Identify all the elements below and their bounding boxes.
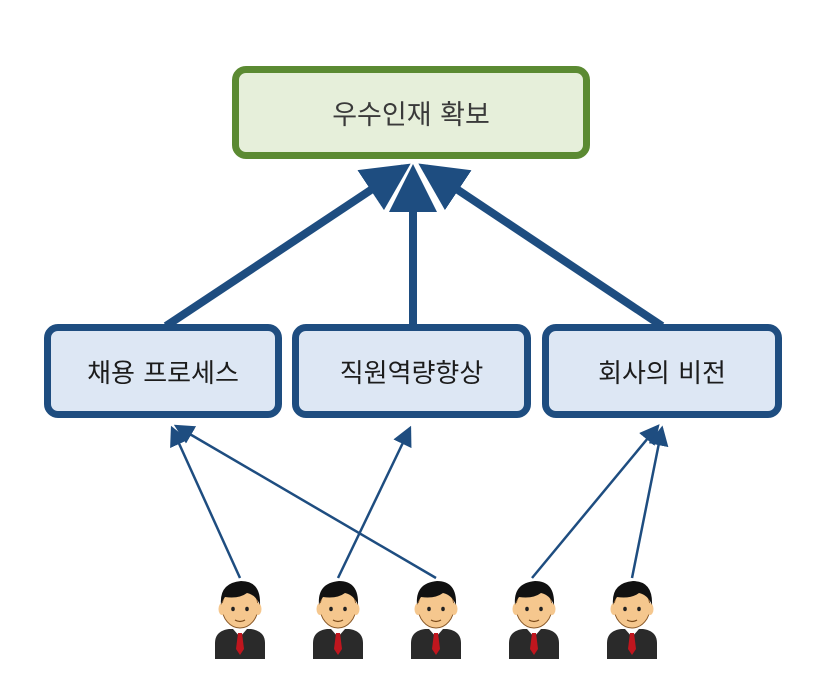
person-icon (309, 575, 367, 659)
arrow-person3-to-mid1 (173, 424, 437, 580)
arrow-person2-to-mid2 (336, 425, 412, 579)
person-icon (603, 575, 661, 659)
person-icon (407, 575, 465, 659)
person-icon (505, 575, 563, 659)
mid-node-label: 채용 프로세스 (87, 358, 239, 389)
arrow-person4-to-mid3 (531, 424, 660, 579)
top-node: 우수인재 확보 (232, 66, 590, 159)
arrow-mid1-to-top (163, 163, 411, 330)
arrow-mid3-to-top (418, 163, 665, 330)
mid-node-employee-development: 직원역량향상 (292, 324, 531, 418)
mid-node-company-vision: 회사의 비전 (542, 324, 782, 418)
top-node-label: 우수인재 확보 (332, 100, 490, 131)
mid-node-label: 회사의 비전 (598, 358, 726, 389)
mid-node-label: 직원역량향상 (339, 358, 484, 389)
person-icon (211, 575, 269, 659)
mid-node-recruiting-process: 채용 프로세스 (44, 324, 282, 418)
arrow-person1-to-mid1 (170, 425, 242, 579)
arrow-person5-to-mid3 (630, 425, 669, 579)
